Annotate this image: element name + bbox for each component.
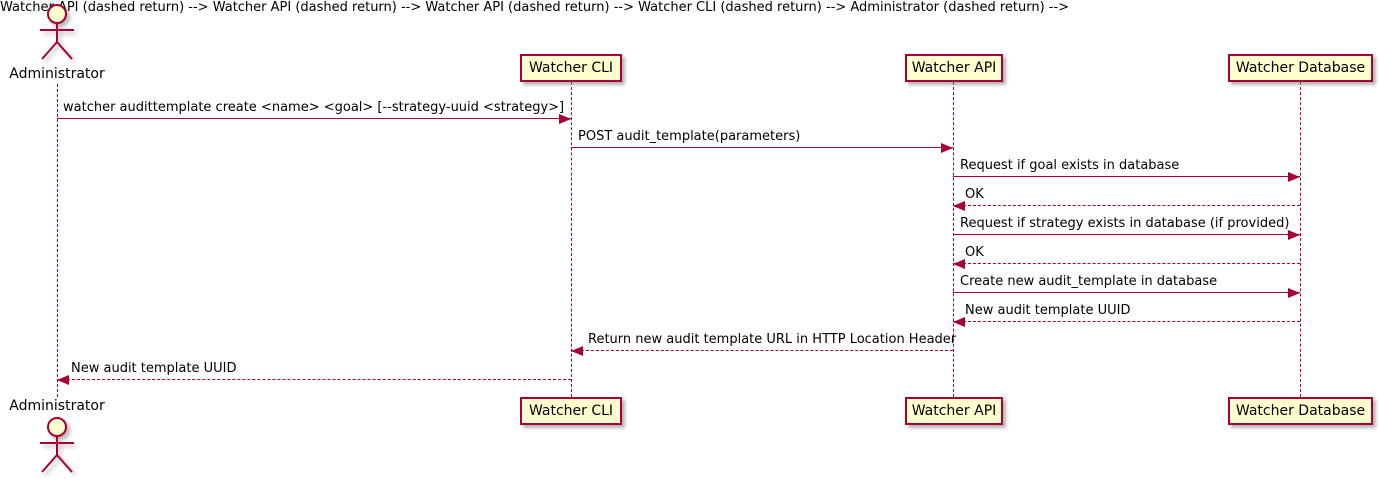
arrowhead-icon — [57, 375, 69, 385]
participant-watcher-cli-bottom: Watcher CLI — [520, 397, 622, 425]
message-arrow — [953, 205, 1300, 206]
message-label: New audit template UUID — [965, 303, 1131, 318]
arrowhead-icon — [953, 201, 965, 211]
lifeline-watcher-database — [1300, 82, 1301, 397]
message-arrow — [571, 350, 953, 351]
actor-label-bottom: Administrator — [9, 398, 105, 414]
message-arrow — [953, 321, 1300, 322]
message-arrow — [953, 234, 1300, 235]
message-label: Return new audit template URL in HTTP Lo… — [588, 332, 957, 347]
message-arrow — [571, 147, 953, 148]
message-arrow — [953, 263, 1300, 264]
message-arrow — [57, 118, 571, 119]
participant-watcher-api-bottom: Watcher API — [905, 397, 1003, 425]
message-arrow — [953, 292, 1300, 293]
lifeline-watcher-api — [953, 82, 954, 397]
arrowhead-icon — [1288, 288, 1300, 298]
participant-watcher-cli-top: Watcher CLI — [520, 54, 622, 82]
actor-label-top: Administrator — [9, 66, 105, 82]
actor-icon-top — [40, 4, 74, 60]
participant-watcher-database-bottom: Watcher Database — [1228, 397, 1373, 425]
arrowhead-icon — [953, 317, 965, 327]
lifeline-watcher-cli — [571, 82, 572, 397]
arrowhead-icon — [953, 259, 965, 269]
arrowhead-icon — [559, 114, 571, 124]
arrowhead-icon — [941, 143, 953, 153]
participant-watcher-api-top: Watcher API — [905, 54, 1003, 82]
arrowhead-icon — [1288, 230, 1300, 240]
message-arrow — [953, 176, 1300, 177]
message-label: Request if strategy exists in database (… — [960, 216, 1290, 231]
message-label: Create new audit_template in database — [960, 274, 1218, 289]
message-label: New audit template UUID — [71, 361, 237, 376]
lifeline-administrator — [57, 84, 58, 397]
message-label: OK — [965, 187, 984, 202]
arrowhead-icon — [1288, 172, 1300, 182]
message-label: OK — [965, 245, 984, 260]
message-label: POST audit_template(parameters) — [578, 129, 801, 144]
arrowhead-icon — [571, 346, 583, 356]
message-label: watcher audittemplate create <name> <goa… — [63, 100, 565, 115]
message-label: Request if goal exists in database — [960, 158, 1180, 173]
participant-watcher-database-top: Watcher Database — [1228, 54, 1373, 82]
actor-icon-bottom — [40, 417, 74, 473]
message-arrow — [57, 379, 571, 380]
